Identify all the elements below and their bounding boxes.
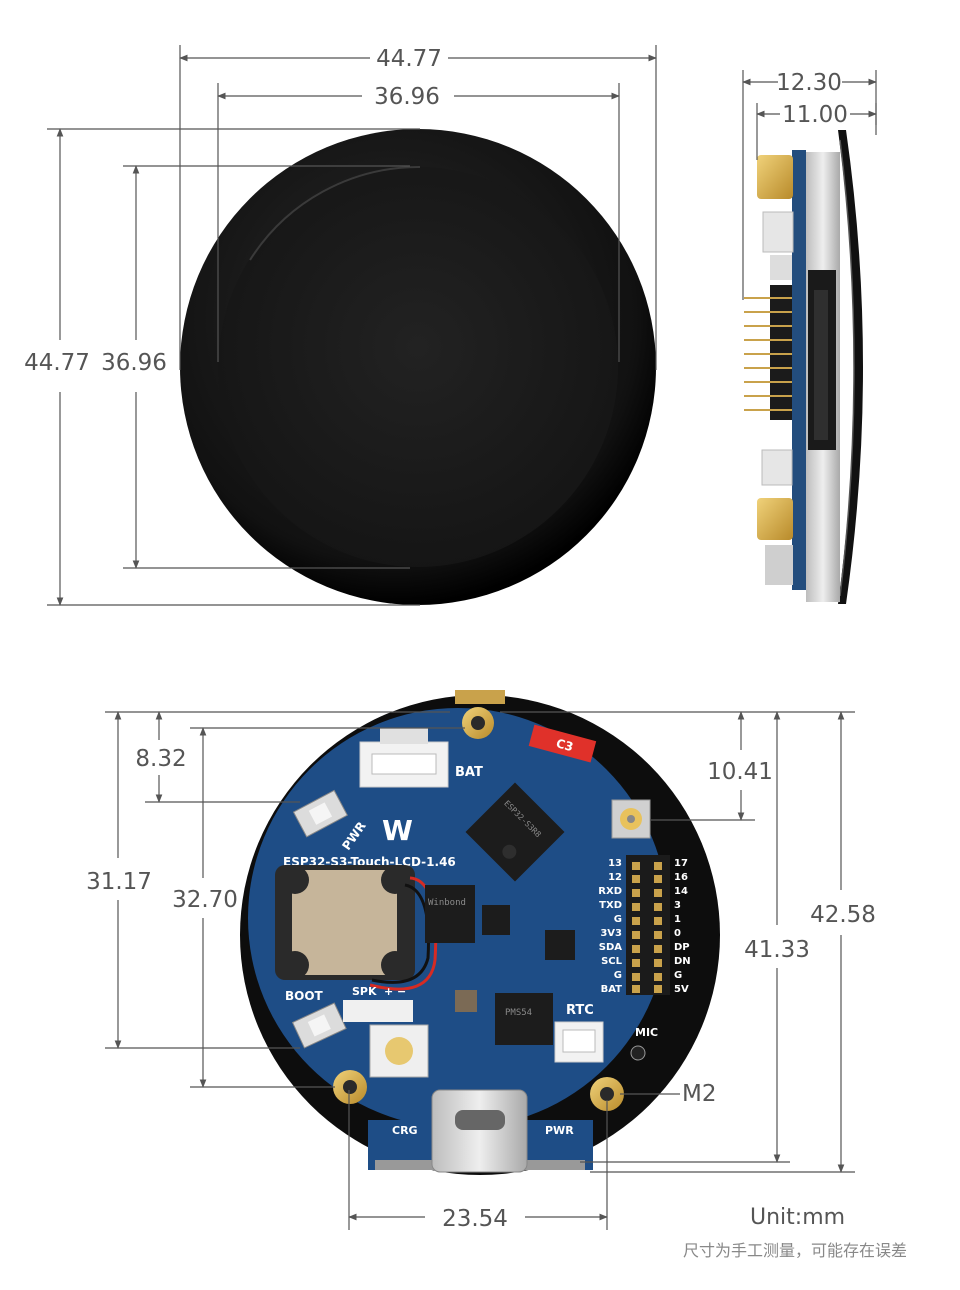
svg-text:0: 0 [674,928,681,939]
dim-top-to-bat-label: 8.32 [135,746,186,772]
dim-top-to-bat [145,711,450,803]
side-pcb [792,150,806,590]
svg-text:17: 17 [674,858,688,869]
front-outer-width-dim [179,45,657,370]
front-outer-height-dim [47,128,420,606]
side-body-thickness-label: 11.00 [782,102,848,128]
silk-pwr-led: PWR [545,1124,574,1137]
brand-logo: W [382,814,413,847]
m2-label: M2 [682,1081,716,1107]
svg-text:3: 3 [674,900,681,911]
display-screen [218,167,618,567]
dim-mount-spacing-label: 23.54 [442,1206,508,1232]
mcu-chip: ESP32-S3R8 [465,782,565,882]
boot-button [291,1002,347,1049]
side-gold-connector-top [757,155,793,199]
side-glass [838,130,863,604]
svg-text:SCL: SCL [601,956,623,967]
dim-top-to-antenna [500,711,855,821]
front-outer-width-label: 44.77 [376,46,442,72]
side-body-thickness-dim [756,103,877,160]
dim-board-height [580,711,790,1163]
rtc-connector [554,1021,604,1063]
dim-top-to-mount [190,727,465,1088]
front-view: 44.77 36.96 44.77 36.96 [24,45,657,606]
svg-text:G: G [614,970,622,981]
svg-text:12: 12 [608,872,622,883]
mount-hole-right [590,1077,624,1111]
dim-top-to-antenna-label: 10.41 [707,759,773,785]
silk-spk: SPK [352,985,377,998]
speaker-module [275,865,415,980]
silk-rtc: RTC [566,1003,594,1018]
dim-top-to-boot [105,711,300,1049]
front-inner-height-label: 36.96 [101,350,167,376]
c3-label: C3 [528,724,597,763]
svg-text:DP: DP [674,942,690,953]
svg-text:TXD: TXD [599,900,622,911]
svg-text:BAT: BAT [601,984,623,995]
usb-c-port [431,1089,528,1173]
silk-spk-polarity: + − [384,985,406,998]
pin-labels-right: 17 16 14 3 1 0 DP DN G 5V [674,858,691,995]
svg-text:G: G [674,970,682,981]
svg-text:SDA: SDA [599,942,623,953]
dim-top-to-mount-label: 32.70 [172,887,238,913]
svg-text:16: 16 [674,872,688,883]
mount-hole-top [462,707,494,739]
front-inner-width-label: 36.96 [374,84,440,110]
svg-text:RXD: RXD [598,886,622,897]
side-view: 12.30 11.00 [742,70,877,604]
side-gold-connector-bottom [757,498,793,540]
mount-hole-left [333,1070,367,1104]
silk-boot: BOOT [285,989,324,1003]
back-view: BAT C3 PWR W ESP32-S3-Touch-LCD-1.46 ESP… [86,690,876,1232]
dim-overall-height [590,711,855,1173]
svg-text:13: 13 [608,858,622,869]
pmu-chip-label: PMS54 [505,1008,532,1018]
pmu-chip: PMS54 [495,993,553,1045]
bat-connector [359,728,449,788]
front-inner-height-dim [123,165,410,569]
silk-bat: BAT [455,765,483,780]
pwr-button [292,789,348,838]
flash-chip-label: Winbond [428,898,466,908]
svg-text:5V: 5V [674,984,689,995]
pin-header [626,855,670,995]
silk-c3: C3 [555,736,575,754]
svg-text:G: G [614,914,622,925]
svg-text:3V3: 3V3 [600,928,622,939]
silk-crg: CRG [392,1124,418,1137]
antenna-connector [611,799,651,839]
svg-text:1: 1 [674,914,681,925]
side-white-connector-top [762,211,794,253]
side-total-thickness-label: 12.30 [776,70,842,96]
potentiometer [369,1024,429,1078]
measurement-note: 尺寸为手工测量，可能存在误差 [683,1241,908,1260]
side-pin-header [770,285,792,420]
pin-labels-left: 13 12 RXD TXD G 3V3 SDA SCL G BAT [598,858,622,995]
unit-label: Unit:mm [750,1205,846,1230]
dim-mount-spacing [348,1090,608,1230]
flash-chip: Winbond [425,885,475,943]
dim-overall-height-label: 42.58 [810,902,876,928]
dim-top-to-boot-label: 31.17 [86,869,152,895]
silk-mic: MIC [635,1026,658,1039]
svg-text:DN: DN [674,956,691,967]
front-outer-height-label: 44.77 [24,350,90,376]
svg-text:14: 14 [674,886,688,897]
dim-board-height-label: 41.33 [744,937,810,963]
mic-hole [630,1045,646,1061]
